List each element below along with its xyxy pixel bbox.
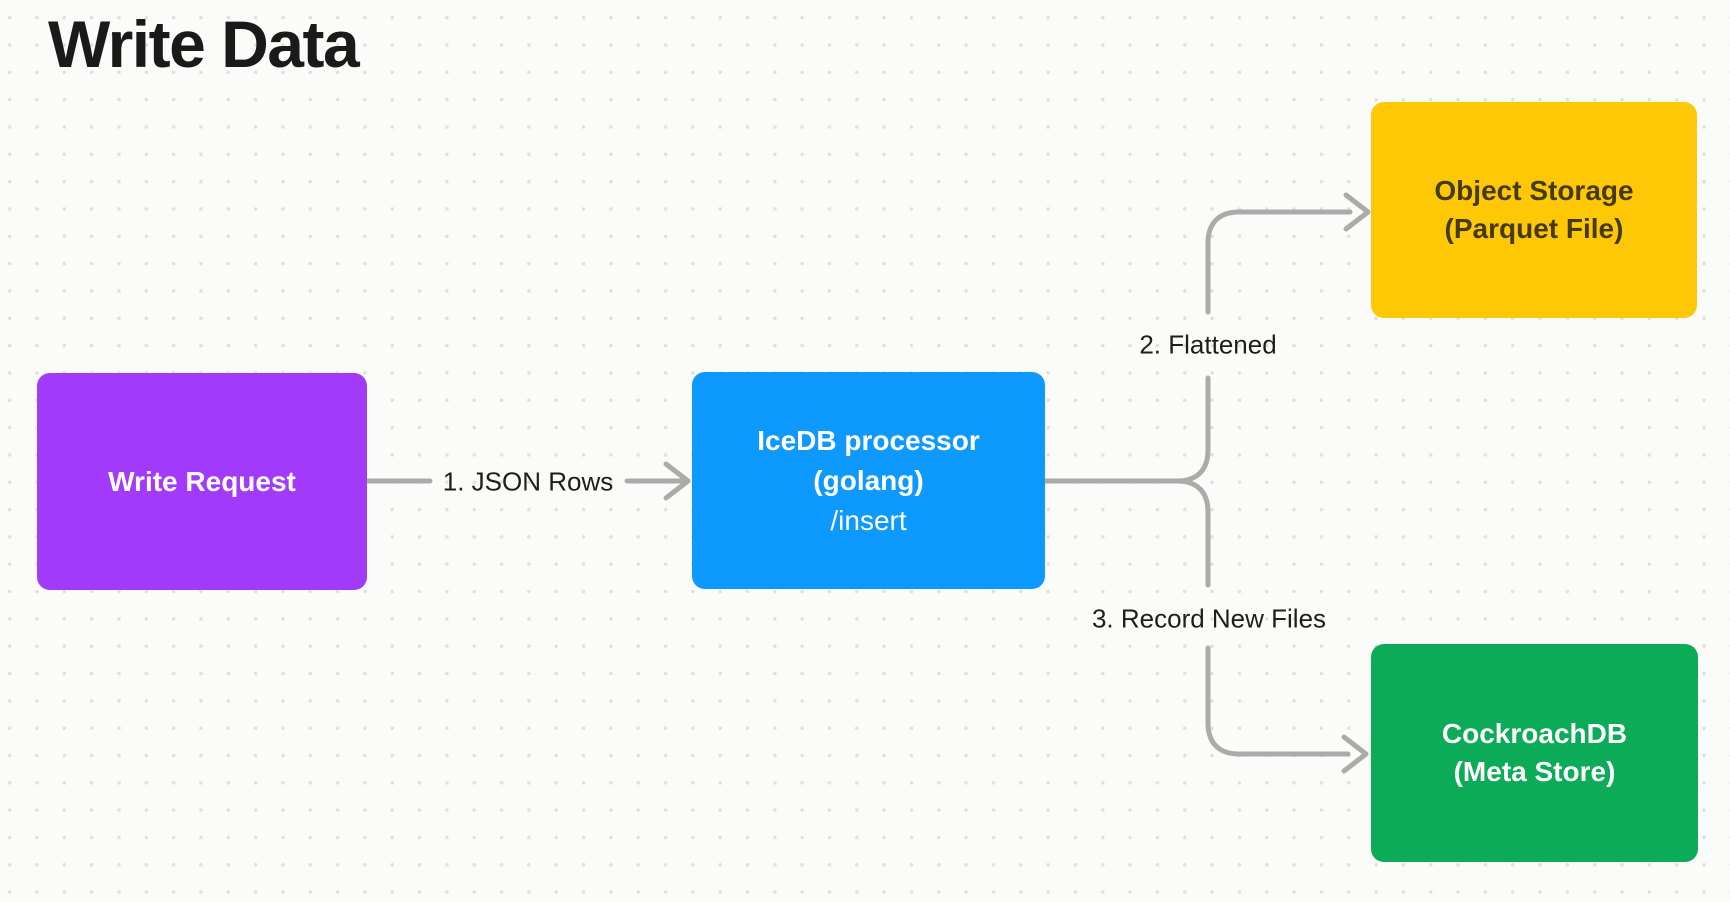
node-icedb-endpoint: /insert [830,504,907,536]
node-icedb-line2: (golang) [813,464,924,496]
node-object-storage-line1: Object Storage [1434,175,1634,206]
node-write-request[interactable]: Write Request [37,373,367,590]
node-icedb-line1: IceDB processor [757,424,980,456]
node-write-request-label: Write Request [108,466,296,497]
edge-label-flattened: 2. Flattened [1139,329,1277,360]
node-cockroachdb-line1: CockroachDB [1441,718,1628,749]
node-object-storage-line2: (Parquet File) [1444,213,1624,244]
edge-label-json-rows: 1. JSON Rows [442,466,614,497]
node-icedb-processor[interactable]: IceDB processor (golang) /insert [692,372,1045,589]
diagram-title: Write Data [48,7,360,81]
node-cockroachdb[interactable]: CockroachDB (Meta Store) [1371,644,1698,862]
node-cockroachdb-line2: (Meta Store) [1453,756,1616,787]
node-object-storage[interactable]: Object Storage (Parquet File) [1371,102,1697,318]
edge-label-record-new-files: 3. Record New Files [1091,603,1327,634]
